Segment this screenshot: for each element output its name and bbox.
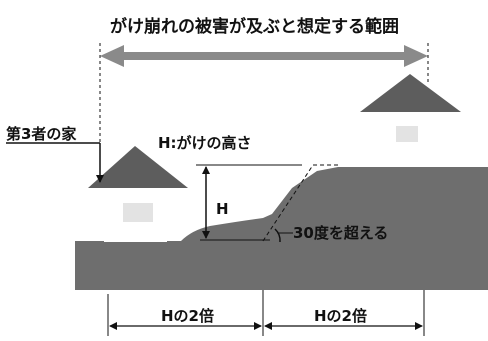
slope-angle-label: 30度を超える [293,224,388,242]
third-party-house-roof [88,146,188,188]
diagram-title: がけ崩れの被害が及ぶと想定する範囲 [110,16,399,37]
upper-house [360,74,461,167]
ground-terrain [75,167,488,290]
hazard-range-arrow [100,45,428,67]
third-party-house [88,146,188,242]
third-party-house-label: 第3者の家 [6,125,76,143]
height-symbol: H [216,200,229,218]
slope-angle-arc [274,228,281,243]
upper-house-roof [360,74,461,112]
right-range-label: Hの2倍 [314,307,367,325]
upper-house-window [396,126,418,142]
height-definition-label: H:がけの高さ [158,134,252,152]
cliff-slope-outline [262,164,338,242]
left-range-label: Hの2倍 [161,307,214,325]
third-party-house-window [123,203,153,222]
